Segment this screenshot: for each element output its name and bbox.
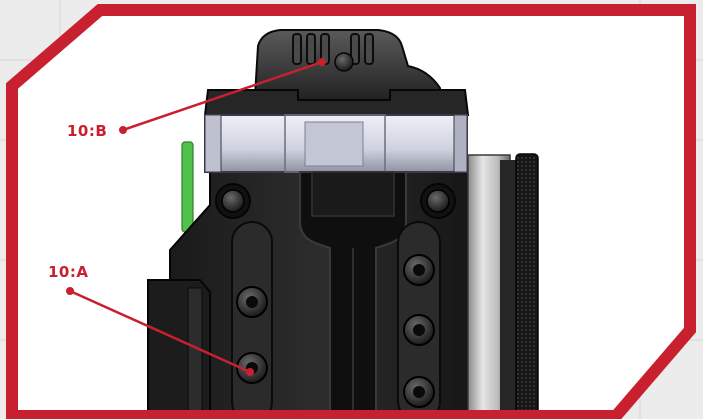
callout-leader-10b — [122, 60, 323, 132]
callout-dot-start-10b — [119, 126, 127, 134]
callout-dot-end-10b — [318, 58, 326, 66]
slot-bolt — [236, 286, 268, 318]
corner-bolt-left — [215, 183, 251, 219]
slot-bolt — [403, 254, 435, 286]
slot-bolt — [403, 314, 435, 346]
knurled-edge — [515, 153, 539, 419]
callout-10a: 10:A — [48, 263, 254, 376]
callout-leader-10a — [69, 289, 251, 374]
corner-bolt-right — [420, 183, 456, 219]
slot-bolt — [403, 376, 435, 408]
slot-bolt — [236, 352, 268, 384]
callout-10b: 10:B — [67, 58, 326, 140]
callout-dot-start-10a — [66, 287, 74, 295]
callout-label-10a: 10:A — [48, 263, 88, 281]
callout-label-10b: 10:B — [67, 122, 107, 140]
callout-dot-end-10a — [246, 368, 254, 376]
green-strip — [181, 141, 194, 233]
knob-screw — [334, 52, 354, 72]
mount-bracket-illustration — [147, 29, 539, 419]
red-octagon-frame — [6, 4, 696, 419]
slot-left — [231, 221, 273, 419]
